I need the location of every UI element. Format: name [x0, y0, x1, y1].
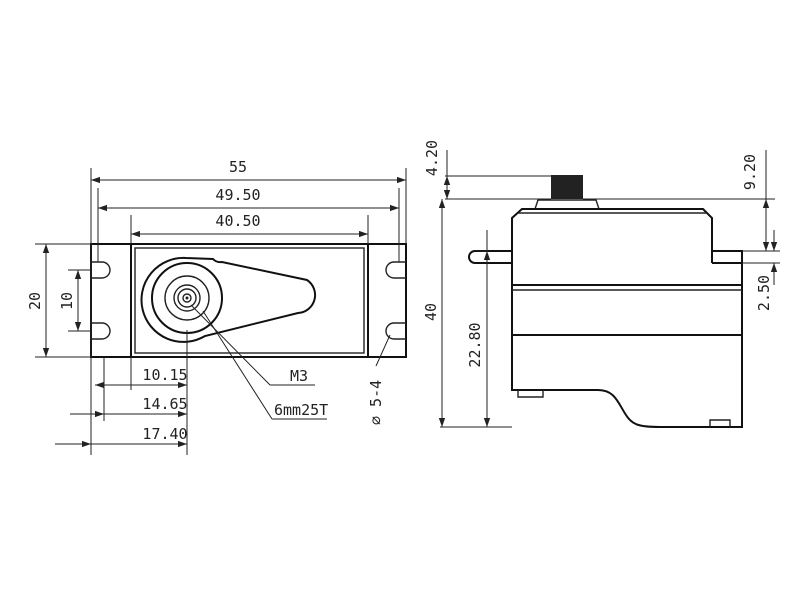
side-case-top: [511, 208, 713, 251]
label-dim-9-20: 9.20: [741, 154, 759, 190]
side-mount-flange: [468, 250, 743, 264]
label-dim-22-80: 22.80: [466, 322, 484, 367]
label-dim-10-15: 10.15: [142, 366, 187, 384]
front-view: 55 49.50 40.50 20 10 10.15 14.65 17.40 M…: [26, 158, 407, 455]
output-spline: [551, 175, 583, 199]
servo-horn: [140, 256, 317, 343]
leader-hole: [375, 334, 391, 367]
horn-screw: [182, 293, 192, 303]
label-dim-20: 20: [26, 292, 44, 310]
label-dim-55: 55: [229, 158, 247, 176]
side-case-bottom: [511, 335, 743, 428]
label-dim-14-65: 14.65: [142, 395, 187, 413]
leader-spline: [202, 310, 273, 420]
front-body-outer: [130, 243, 369, 358]
horn-hub-ring-1: [173, 284, 201, 312]
leader-m3: [190, 304, 271, 386]
label-dim-40-50: 40.50: [215, 212, 260, 230]
mount-slot-right: [385, 261, 406, 340]
side-case-middle: [511, 284, 743, 336]
label-dim-10: 10: [58, 292, 76, 310]
label-horn-screw: M3: [290, 367, 308, 385]
label-spline: 6mm25T: [274, 401, 328, 419]
label-dim-17-40: 17.40: [142, 425, 187, 443]
label-dim-4-20: 4.20: [423, 140, 441, 176]
label-dim-40: 40: [422, 303, 440, 321]
horn-hub-mid: [164, 275, 210, 321]
front-body-inner: [134, 247, 365, 354]
horn-hub-ring-2: [177, 288, 197, 308]
label-hole-diameter: ∅ 5-4: [367, 380, 385, 425]
side-view: 4.20 9.20 2.50 40 22.80: [422, 140, 780, 428]
label-dim-2-50: 2.50: [755, 275, 773, 311]
horn-screw-center: [185, 296, 189, 300]
front-flange-outline: [90, 243, 407, 358]
label-dim-49-50: 49.50: [215, 186, 260, 204]
mount-slot-left: [91, 261, 111, 340]
